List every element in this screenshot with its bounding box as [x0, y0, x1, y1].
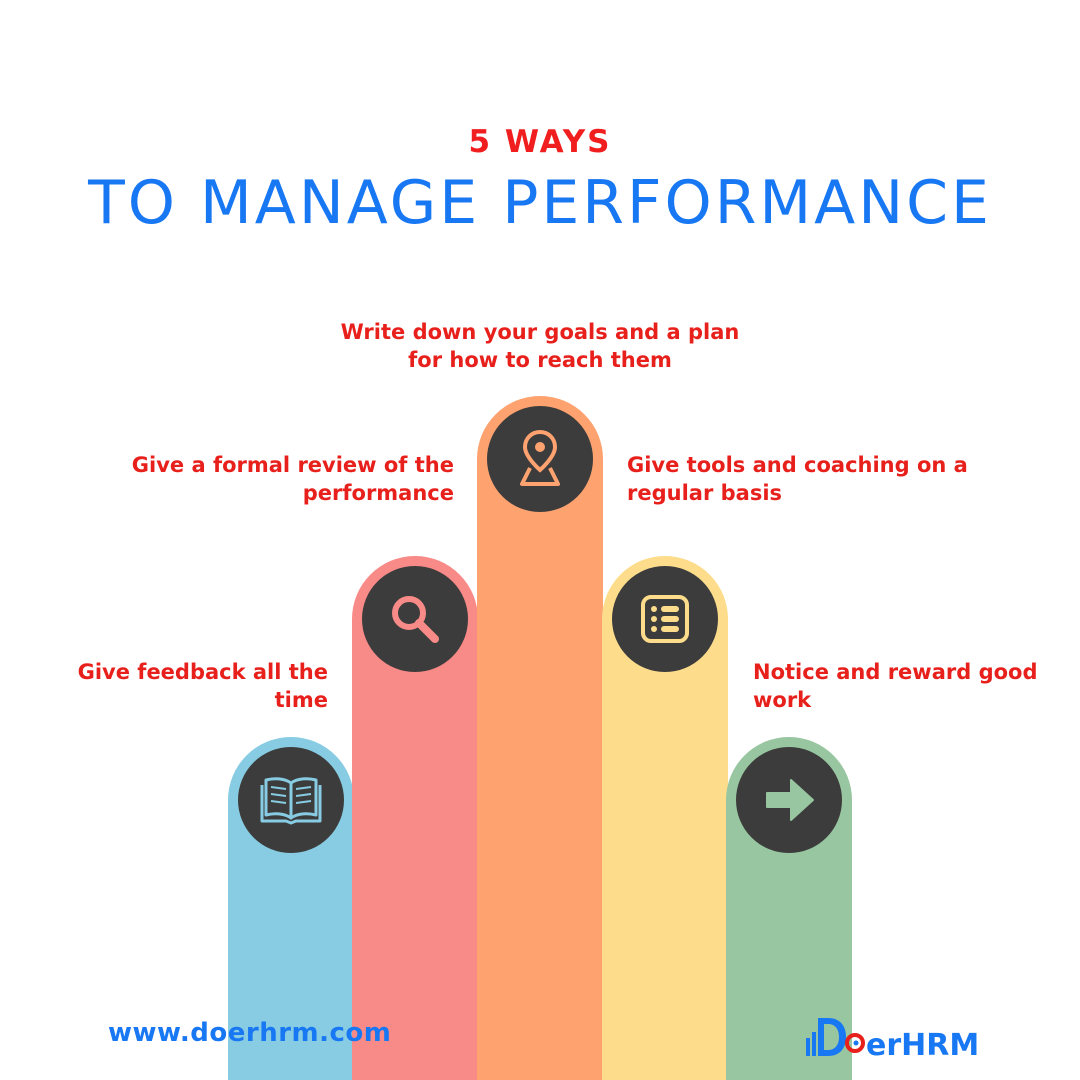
subtitle-five-ways: 5 WAYS — [468, 124, 612, 160]
doerhrm-logo: erHRM — [806, 1012, 986, 1063]
map-pin-icon — [487, 406, 593, 512]
arrow-right-icon — [736, 747, 842, 853]
step-coaching-label: Give tools and coaching on a regular bas… — [627, 453, 968, 505]
page-title: TO MANAGE PERFORMANCE — [88, 168, 992, 238]
step-feedback-label: Give feedback all the time — [77, 660, 328, 712]
magnifier-icon — [362, 566, 468, 672]
step-review-label: Give a formal review of the performance — [131, 453, 454, 505]
step-goals-label: Write down your goals and a plan for how… — [340, 320, 740, 372]
svg-text:erHRM: erHRM — [866, 1028, 979, 1062]
list-icon — [612, 566, 718, 672]
book-icon — [238, 747, 344, 853]
step-reward-label: Notice and reward good work — [753, 660, 1038, 712]
website-link[interactable]: www.doerhrm.com — [108, 1018, 392, 1048]
